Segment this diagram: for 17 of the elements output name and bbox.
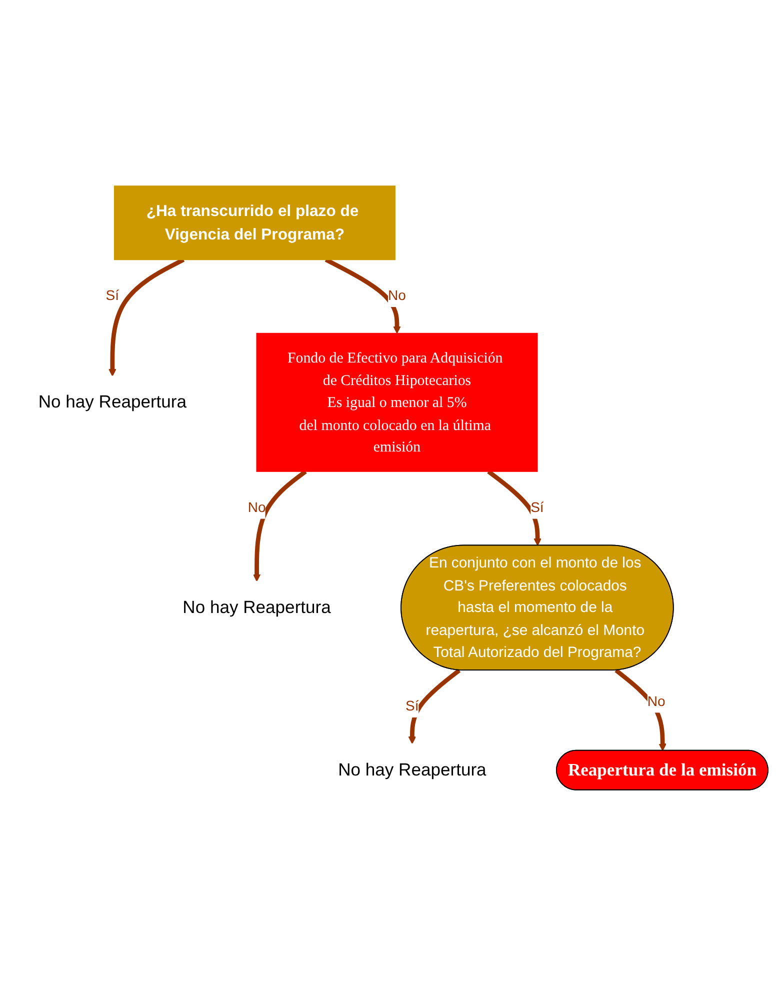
arrow (324, 258, 401, 334)
node-text: No hay Reapertura (182, 598, 331, 618)
arrow (108, 258, 185, 377)
node-text: No hay Reapertura (38, 393, 187, 412)
arrow (408, 668, 461, 744)
arrow (252, 470, 307, 582)
edge-label: No (647, 694, 666, 710)
edge-label: Sí (106, 288, 120, 304)
edge-label: Sí (406, 699, 419, 714)
edge-label: No (248, 500, 266, 516)
node-text: No hay Reapertura (338, 760, 486, 780)
arrow (614, 668, 666, 752)
node-box: ¿Ha transcurrido el plazo de Vigencia del Programa? (114, 186, 396, 260)
edge-label: No (388, 288, 406, 304)
arrow (487, 470, 542, 546)
edge-label: Sí (530, 500, 544, 516)
node-box: Fondo de Efectivo para Adquisición de Créditos Hipotecarios Es igual o menor al 5% del monto colocado en la última emisión (256, 333, 538, 472)
